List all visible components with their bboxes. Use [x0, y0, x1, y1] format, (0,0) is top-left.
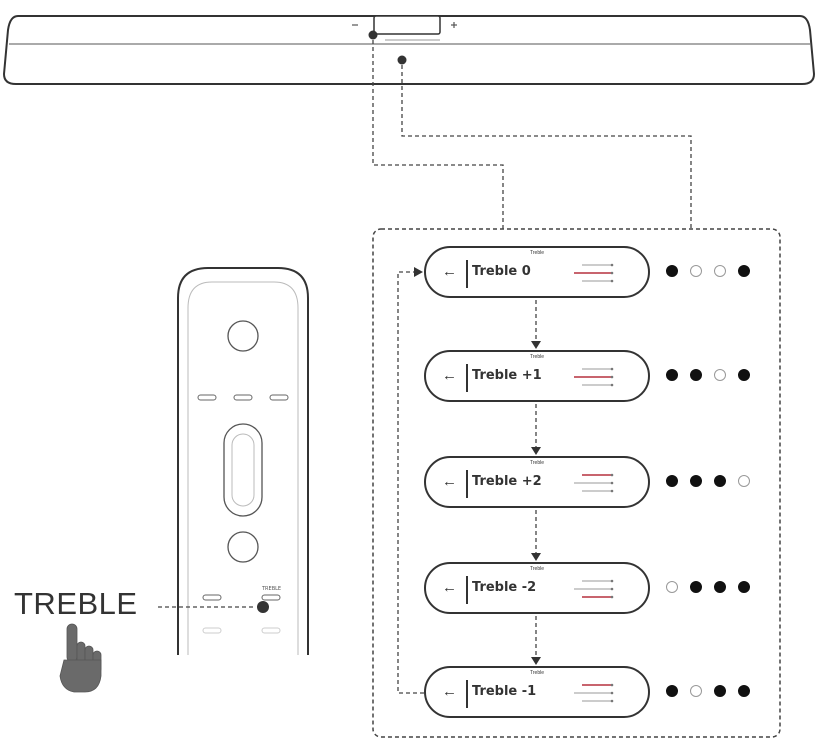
treble-setting-text: Treble -2 — [472, 580, 537, 595]
remote-source-button-1 — [197, 394, 217, 401]
display-separator — [466, 470, 468, 498]
step-arrows — [531, 300, 541, 665]
display-header: Treble — [530, 460, 544, 466]
led-on-icon — [690, 369, 702, 381]
display-screen-step-2: Treble ← Treble +1 — [424, 350, 650, 402]
led-on-icon — [666, 685, 678, 697]
led-on-icon — [738, 685, 750, 697]
eq-graphic-icon — [574, 683, 614, 703]
led-off-icon — [690, 685, 702, 697]
display-screen-step-1: Treble ← Treble 0 — [424, 246, 650, 298]
back-arrow-icon: ← — [442, 579, 457, 596]
down-arrow-icon — [531, 447, 541, 455]
display-separator — [466, 364, 468, 392]
soundbar-ir-sensor-dot — [397, 55, 407, 65]
hand-press-icon — [59, 623, 102, 693]
remote-treble-label: TREBLE — [262, 586, 282, 592]
display-separator — [466, 576, 468, 604]
led-on-icon — [738, 265, 750, 277]
down-arrow-icon — [531, 553, 541, 561]
display-screen-step-3: Treble ← Treble +2 — [424, 456, 650, 508]
remote-source-button-3 — [269, 394, 289, 401]
led-off-icon — [714, 265, 726, 277]
treble-setting-text: Treble 0 — [472, 264, 531, 279]
led-indicator-row-2 — [666, 369, 762, 383]
treble-setting-text: Treble +1 — [472, 368, 542, 383]
display-separator — [466, 260, 468, 288]
remote-volume-rocker — [223, 423, 263, 517]
down-arrow-icon — [531, 341, 541, 349]
display-separator — [466, 680, 468, 708]
connector-display-path — [372, 40, 504, 229]
treble-setting-text: Treble -1 — [472, 684, 537, 699]
volume-plus-icon — [451, 22, 457, 28]
led-indicator-row-5 — [666, 685, 762, 699]
remote-control — [177, 267, 309, 655]
treble-button-dot — [257, 601, 269, 613]
soundbar — [2, 15, 816, 85]
display-header: Treble — [530, 354, 544, 360]
led-on-icon — [666, 265, 678, 277]
led-on-icon — [666, 475, 678, 487]
led-indicator-row-3 — [666, 475, 762, 489]
display-header: Treble — [530, 670, 544, 676]
led-off-icon — [666, 581, 678, 593]
led-on-icon — [690, 475, 702, 487]
display-screen-step-4: Treble ← Treble -2 — [424, 562, 650, 614]
display-sequence-panel — [372, 228, 781, 738]
back-arrow-icon: ← — [442, 473, 457, 490]
led-on-icon — [738, 581, 750, 593]
led-off-icon — [738, 475, 750, 487]
cycle-return-arrowhead-icon — [414, 267, 423, 277]
connector-sensor-path — [401, 65, 692, 229]
remote-treble-button — [261, 594, 281, 601]
remote-source-button-2 — [233, 394, 253, 401]
display-header: Treble — [530, 250, 544, 256]
display-screen-step-5: Treble ← Treble -1 — [424, 666, 650, 718]
treble-setting-text: Treble +2 — [472, 474, 542, 489]
led-on-icon — [738, 369, 750, 381]
soundbar-display-dot — [368, 30, 378, 40]
treble-callout-label: TREBLE — [14, 586, 138, 621]
remote-power-button — [227, 320, 259, 352]
led-on-icon — [714, 581, 726, 593]
led-on-icon — [714, 685, 726, 697]
eq-graphic-icon — [574, 367, 614, 387]
led-off-icon — [690, 265, 702, 277]
eq-graphic-icon — [574, 473, 614, 493]
remote-bass-button — [202, 594, 222, 601]
led-indicator-row-4 — [666, 581, 762, 595]
back-arrow-icon: ← — [442, 367, 457, 384]
down-arrow-icon — [531, 657, 541, 665]
led-on-icon — [714, 475, 726, 487]
eq-graphic-icon — [574, 263, 614, 283]
soundbar-display — [373, 15, 441, 35]
led-on-icon — [690, 581, 702, 593]
cycle-return-arrow — [397, 271, 424, 694]
led-on-icon — [666, 369, 678, 381]
back-arrow-icon: ← — [442, 263, 457, 280]
eq-graphic-icon — [574, 579, 614, 599]
display-header: Treble — [530, 566, 544, 572]
remote-mute-button — [227, 531, 259, 563]
back-arrow-icon: ← — [442, 683, 457, 700]
led-indicator-row-1 — [666, 265, 762, 279]
led-off-icon — [714, 369, 726, 381]
